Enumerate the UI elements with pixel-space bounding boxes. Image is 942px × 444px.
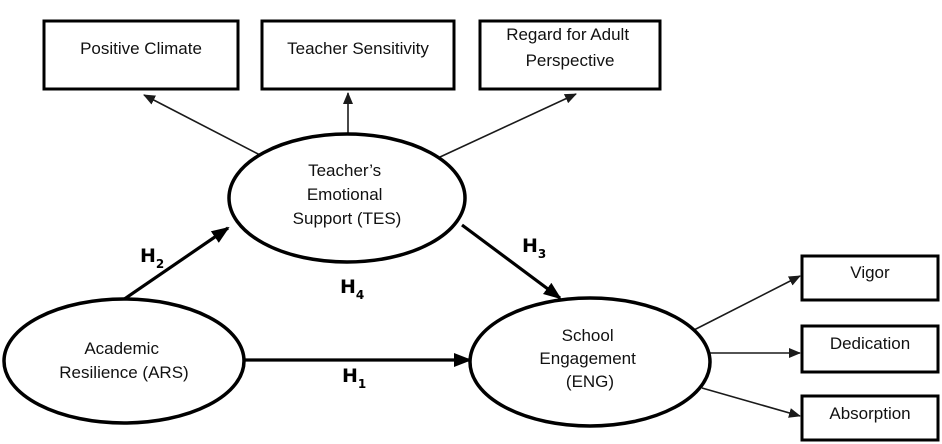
arrow-tes-to-eng [461, 223, 562, 300]
teacher-sensitivity-label: Teacher Sensitivity [287, 39, 429, 58]
hypothesis-h3: H3 [522, 235, 546, 261]
arrow-tes-to-positive-climate [143, 94, 263, 157]
ellipse-teachers-emotional-support: Teacher’s Emotional Support (TES) [227, 132, 467, 264]
tes-label: Teacher’s Emotional Support (TES) [293, 161, 402, 228]
ars-label: Academic Resilience (ARS) [59, 339, 188, 382]
box-regard-adult-perspective: Regard for Adult Perspective [478, 19, 662, 91]
dedication-label: Dedication [830, 334, 910, 353]
positive-climate-label: Positive Climate [80, 39, 202, 58]
ellipse-academic-resilience: Academic Resilience (ARS) [2, 297, 246, 425]
box-dedication: Dedication [800, 324, 940, 374]
arrow-tes-to-regard-adult-perspective [439, 93, 577, 158]
hypothesis-h4: H4 [340, 276, 364, 302]
vigor-label: Vigor [850, 263, 890, 282]
regard-adult-perspective-label: Regard for Adult Perspective [506, 25, 634, 70]
absorption-label: Absorption [829, 404, 910, 423]
hypothesis-h1: H1 [342, 365, 366, 391]
hypothesis-h2: H2 [140, 245, 164, 271]
eng-label: School Engagement (ENG) [539, 326, 640, 391]
arrow-ars-to-tes [119, 226, 230, 304]
arrow-eng-to-absorption [701, 387, 801, 418]
arrow-eng-to-vigor [691, 275, 801, 332]
box-positive-climate: Positive Climate [42, 19, 240, 91]
box-teacher-sensitivity: Teacher Sensitivity [260, 19, 456, 91]
box-absorption: Absorption [800, 394, 940, 442]
ellipse-school-engagement: School Engagement (ENG) [468, 296, 712, 428]
box-vigor: Vigor [800, 254, 940, 302]
